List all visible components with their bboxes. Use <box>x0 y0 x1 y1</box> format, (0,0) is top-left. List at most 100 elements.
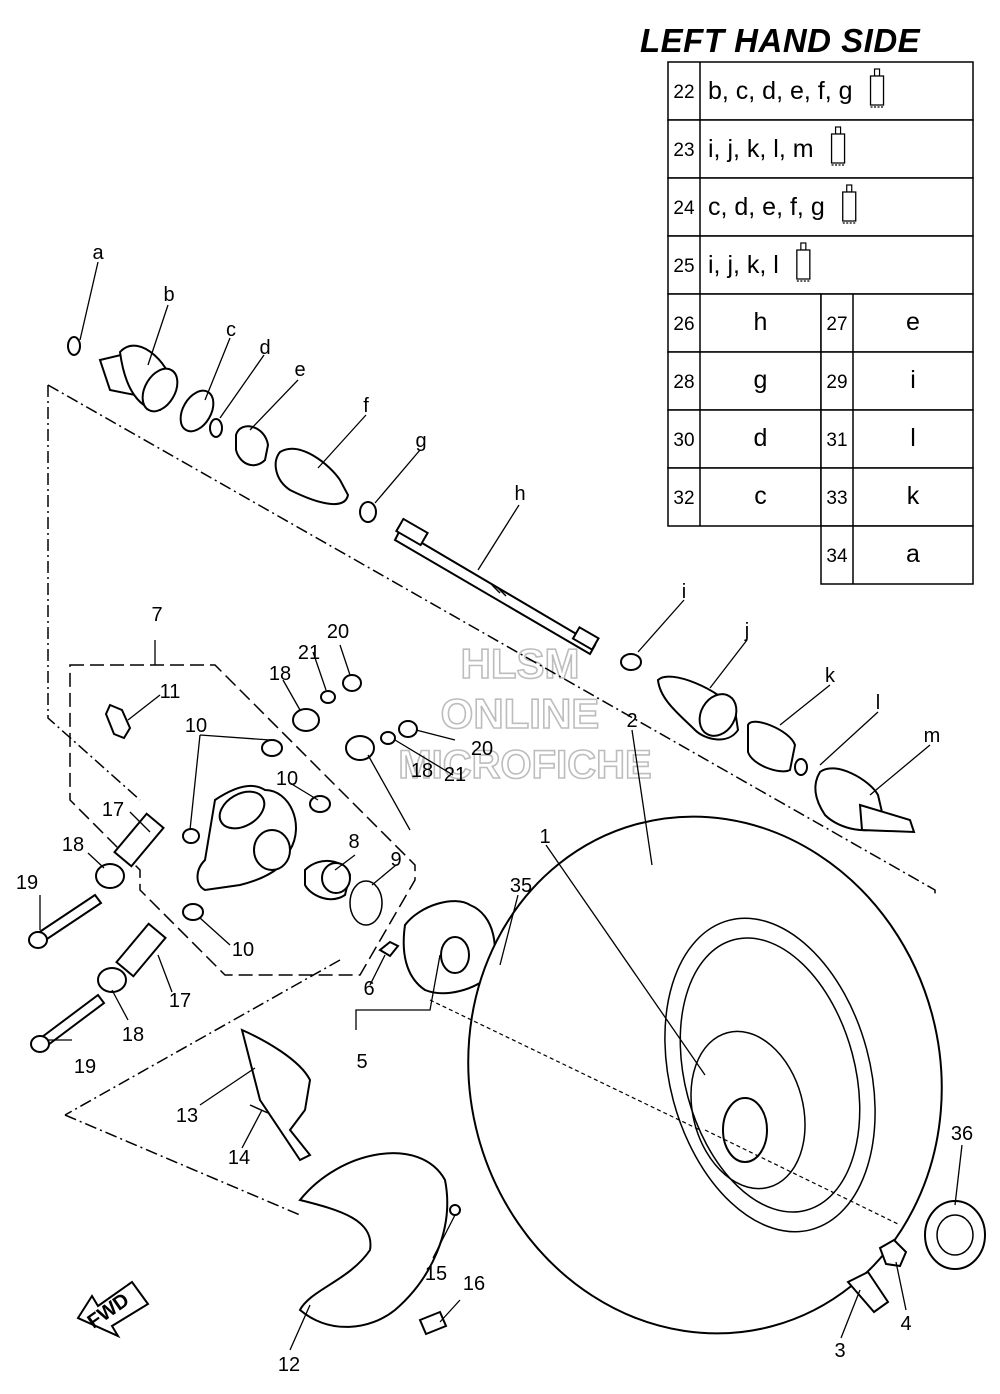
grease-tube-icon <box>830 126 846 166</box>
axis-line-brake <box>64 1114 301 1216</box>
table-cell <box>820 525 974 585</box>
part-letters: c, d, e, f, g <box>708 193 825 221</box>
grease-tube-icon <box>796 242 811 282</box>
callout-10-upper: 10 <box>185 715 207 737</box>
nut-4 <box>878 1238 908 1268</box>
ref-number: 27 <box>826 314 847 335</box>
callout-21-upper: 21 <box>298 642 320 664</box>
callout-5: 5 <box>356 1051 367 1073</box>
brake-guard <box>240 1028 461 1336</box>
part-letter: l <box>910 424 916 452</box>
bolt-14 <box>249 1104 269 1114</box>
callout-20-upper: 20 <box>327 621 349 643</box>
callout-18-left: 18 <box>62 834 84 856</box>
bushing-10-upper <box>182 828 200 844</box>
part-letter: e <box>906 308 920 336</box>
bushing-18-left-lower <box>97 967 127 993</box>
knuckle-bore <box>253 829 291 871</box>
drive-shaft <box>393 517 600 656</box>
watermark-line-2: ONLINE <box>441 690 600 737</box>
bushing-18-left-upper <box>95 863 125 889</box>
callout-14: 14 <box>228 1147 250 1169</box>
callout-d: d <box>259 337 270 359</box>
stud-6 <box>378 940 400 958</box>
ref-number: 26 <box>673 314 694 335</box>
leader-lines <box>39 261 963 1351</box>
axis-line-left <box>47 385 141 801</box>
callout-21-right: 21 <box>444 764 466 786</box>
ref-number: 24 <box>673 198 695 219</box>
callout-h: h <box>514 483 525 505</box>
nut-20-right <box>398 720 418 738</box>
ring-d <box>209 418 223 438</box>
axis-line-lower <box>64 959 341 1116</box>
ref-number: 31 <box>826 430 847 451</box>
collar-17-lower <box>115 922 167 978</box>
washer-21-right <box>380 731 396 745</box>
band-k <box>747 720 797 773</box>
callout-4: 4 <box>900 1313 911 1335</box>
part-letter: g <box>754 366 768 394</box>
disc-guard-12 <box>298 1152 449 1328</box>
callout-18-upper: 18 <box>269 663 291 685</box>
callout-6: 6 <box>363 978 374 1000</box>
grease-nipple-11 <box>104 703 132 740</box>
hub-cap-36 <box>924 1200 986 1270</box>
callout-8: 8 <box>348 831 359 853</box>
ref-number: 33 <box>826 488 847 509</box>
callout-15: 15 <box>425 1263 447 1285</box>
ref-number: 25 <box>673 256 694 277</box>
callout-7: 7 <box>151 604 162 626</box>
wheel-center <box>722 1097 768 1163</box>
circlip-a <box>67 336 81 356</box>
band-g <box>359 501 377 523</box>
callout-1: 1 <box>539 826 550 848</box>
bushing-10-mid <box>309 795 331 813</box>
bushing-10-lower <box>182 903 204 921</box>
callout-16: 16 <box>463 1273 485 1295</box>
table-cell <box>820 351 974 411</box>
outer-cv-joint <box>67 336 377 523</box>
callout-e: e <box>294 359 305 381</box>
table-row <box>667 61 974 121</box>
ref-number: 32 <box>673 488 694 509</box>
collar-17-upper <box>113 812 165 868</box>
inner-cv-joint <box>620 653 916 834</box>
ref-number: 23 <box>673 140 694 161</box>
grease-tube-icon <box>869 68 885 108</box>
part-letter: i <box>910 366 916 394</box>
callout-k: k <box>825 665 836 687</box>
page-title: LEFT HAND SIDE <box>640 22 921 59</box>
callout-13: 13 <box>176 1105 198 1127</box>
callout-35: 35 <box>510 875 532 897</box>
boot-f <box>274 447 350 506</box>
nut-20-upper <box>342 674 362 692</box>
table-cell <box>667 351 822 411</box>
part-letter: h <box>754 308 768 336</box>
knuckle-assembly-boundary <box>69 664 416 976</box>
callout-10-mid: 10 <box>276 768 298 790</box>
ref-number: 22 <box>673 82 694 103</box>
part-letters: b, c, d, e, f, g <box>708 77 853 105</box>
callout-18-lower: 18 <box>122 1024 144 1046</box>
circlip-9 <box>349 880 383 926</box>
axis-line-main <box>47 384 936 895</box>
ref-number: 29 <box>826 372 847 393</box>
bushing-10-top <box>261 739 283 757</box>
callout-2: 2 <box>626 710 637 732</box>
callout-18-right: 18 <box>411 760 433 782</box>
table-cell <box>820 293 974 353</box>
part-letter: d <box>754 424 768 452</box>
part-letter: a <box>906 540 920 568</box>
callouts: a b c d e f g h i j k l m 1 2 3 4 5 6 7 … <box>16 242 973 1376</box>
table-row <box>667 235 974 295</box>
callout-3: 3 <box>834 1340 845 1362</box>
part-letter: c <box>754 482 767 510</box>
callout-a: a <box>92 242 104 264</box>
bolt-16 <box>418 1310 448 1336</box>
callout-l: l <box>876 692 880 714</box>
callout-9: 9 <box>390 849 401 871</box>
rim-1 <box>664 917 876 1233</box>
